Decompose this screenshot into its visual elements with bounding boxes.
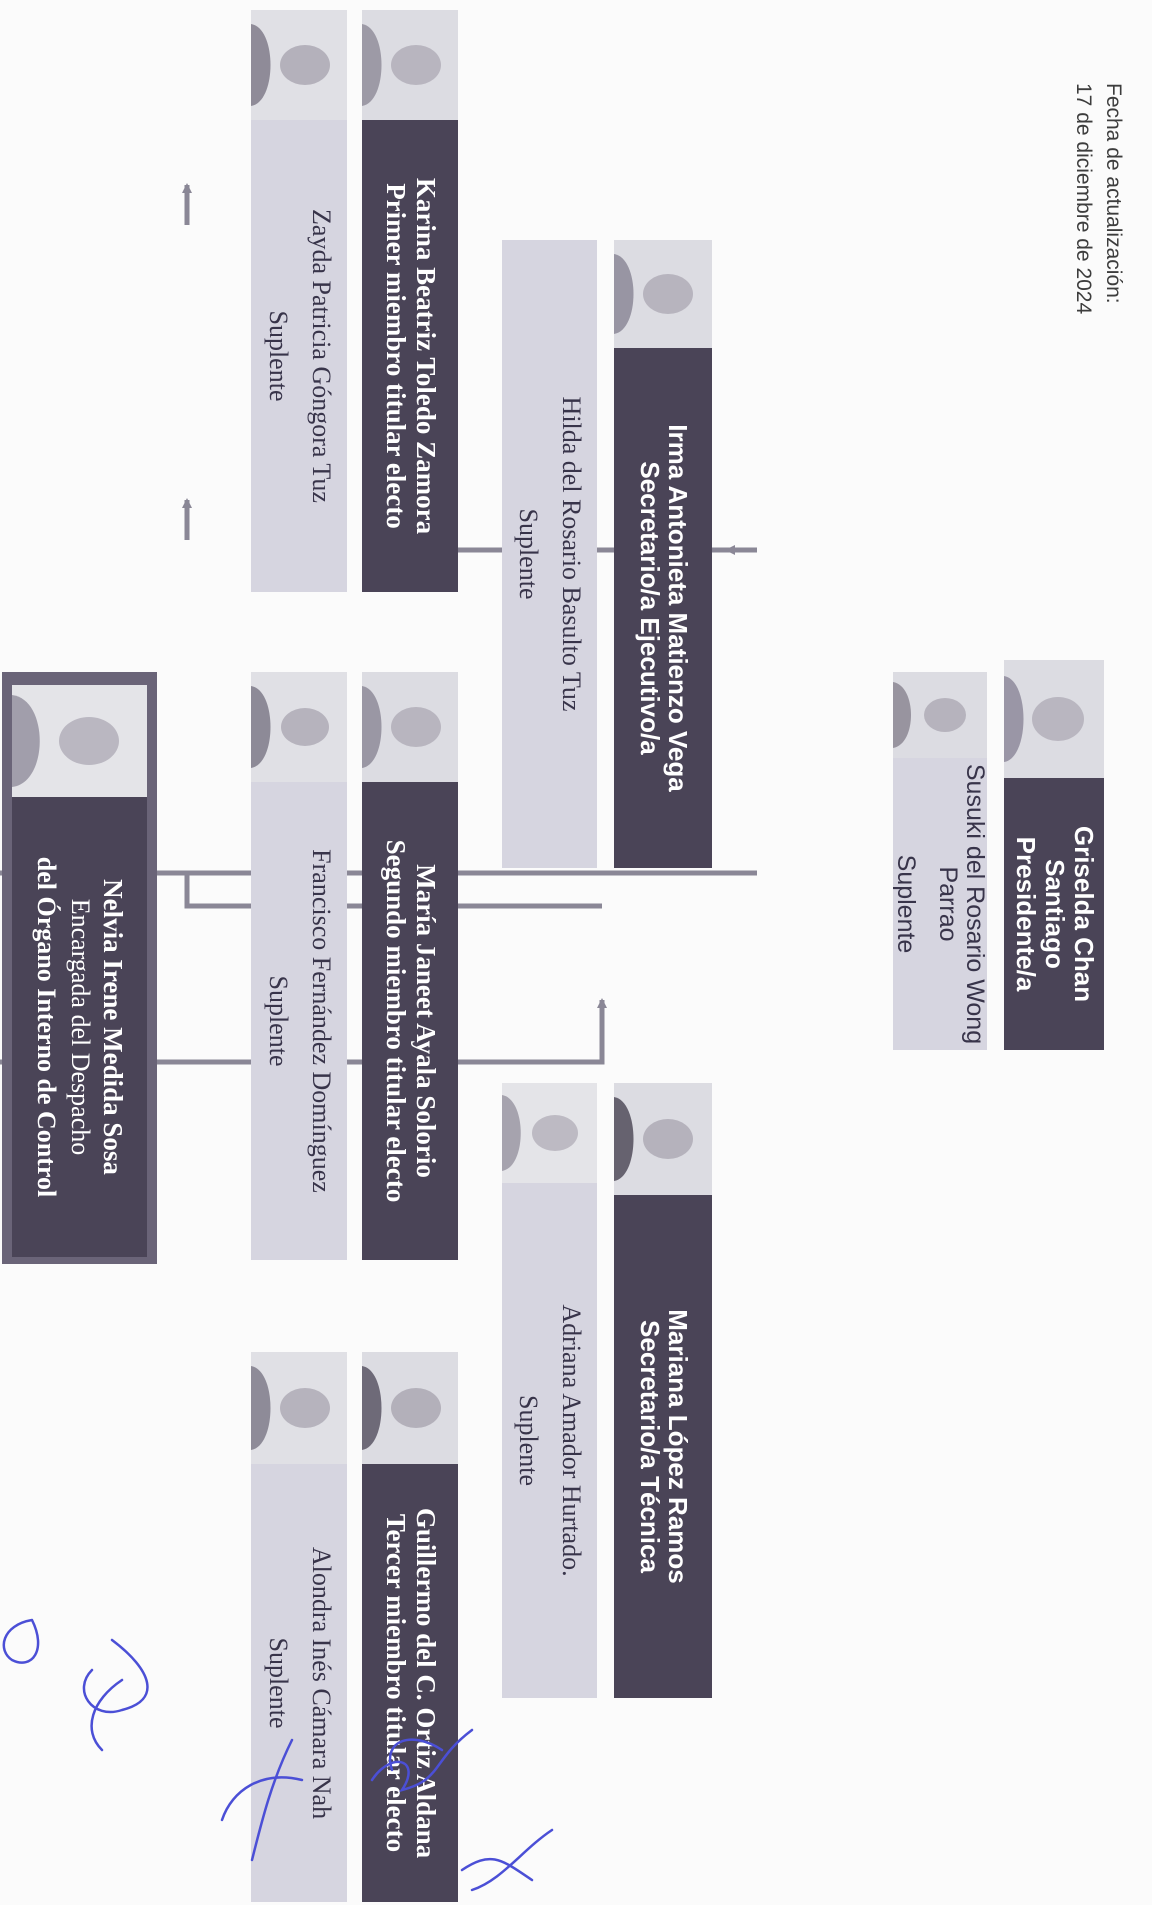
member3-photo bbox=[362, 1352, 458, 1464]
member2-title-box: María Janeet Ayala Solorio Segundo miemb… bbox=[362, 782, 458, 1260]
member2-alternate-photo bbox=[251, 672, 347, 782]
president-alternate-photo bbox=[893, 672, 987, 758]
tech-secretary-photo bbox=[614, 1083, 712, 1195]
exec-secretary-role: Secretario/a Ejecutivo/a bbox=[634, 461, 665, 755]
handwritten-initials-signature bbox=[2, 1618, 554, 1892]
internal-control-name: Nelvia Irene Medida Sosa bbox=[98, 879, 129, 1175]
president-alternate-role: Suplente bbox=[892, 854, 921, 954]
member3-alternate-photo bbox=[251, 1352, 347, 1464]
exec-secretary-photo bbox=[614, 240, 712, 348]
president-role: Presidente/a bbox=[1011, 836, 1042, 992]
member1-role: Primer miembro titular electo bbox=[380, 183, 411, 529]
exec-secretary-alternate-name: Hilda del Rosario Basulto Tuz bbox=[557, 396, 587, 712]
internal-control-title-box: Nelvia Irene Medida Sosa Encargada del D… bbox=[12, 797, 147, 1257]
member2-alternate-box: Francisco Fernández Domínguez Suplente bbox=[251, 782, 347, 1260]
exec-secretary-name: Irma Antonieta Matienzo Vega bbox=[663, 424, 694, 792]
tech-secretary-alternate-role: Suplente bbox=[514, 1395, 544, 1486]
connector-bus-join bbox=[184, 873, 602, 909]
tech-secretary-name: Mariana López Ramos bbox=[663, 1309, 694, 1584]
exec-secretary-title-box: Irma Antonieta Matienzo Vega Secretario/… bbox=[614, 348, 712, 868]
member1-photo bbox=[362, 10, 458, 120]
tech-secretary-alternate-name: Adriana Amador Hurtado. bbox=[557, 1304, 587, 1577]
internal-control-role-line1: Encargada del Despacho bbox=[66, 898, 96, 1156]
exec-secretary-alternate-role: Suplente bbox=[514, 508, 544, 600]
member1-alternate-name: Zayda Patricia Góngora Tuz bbox=[306, 209, 336, 503]
tech-secretary-alternate-photo bbox=[502, 1083, 597, 1183]
person-silhouette-icon bbox=[1004, 660, 1104, 778]
member1-alternate-box: Zayda Patricia Góngora Tuz Suplente bbox=[251, 120, 347, 592]
president-alternate-name: Susuki del Rosario Wong Parrao bbox=[933, 763, 990, 1045]
update-date-value: 17 de diciembre de 2024 bbox=[1071, 83, 1095, 315]
member1-alternate-role: Suplente bbox=[264, 310, 293, 402]
president-title-box: Griselda Chan Santiago Presidente/a bbox=[1004, 778, 1104, 1050]
member2-alternate-name: Francisco Fernández Domínguez bbox=[306, 849, 336, 1193]
member2-name: María Janeet Ayala Solorio bbox=[411, 864, 442, 1178]
president-photo bbox=[1004, 660, 1104, 778]
member1-alternate-photo bbox=[251, 10, 347, 120]
president-name: Griselda Chan Santiago bbox=[1039, 825, 1099, 1003]
member1-name: Karina Beatriz Toledo Zamora bbox=[411, 177, 442, 535]
president-alternate-box: Susuki del Rosario Wong Parrao Suplente bbox=[892, 758, 990, 1050]
member2-role: Segundo miembro titular electo bbox=[380, 839, 411, 1203]
internal-control-role-line2: del Órgano Interno de Control bbox=[32, 856, 62, 1198]
internal-control-photo bbox=[12, 685, 147, 797]
member2-alternate-role: Suplente bbox=[264, 975, 293, 1067]
member1-title-box: Karina Beatriz Toledo Zamora Primer miem… bbox=[362, 120, 458, 592]
exec-secretary-alternate-box: Hilda del Rosario Basulto Tuz Suplente bbox=[502, 240, 597, 868]
member2-photo bbox=[362, 672, 458, 782]
tech-secretary-title-box: Mariana López Ramos Secretario/a Técnica bbox=[614, 1195, 712, 1698]
update-date-label: Fecha de actualización: bbox=[1102, 83, 1125, 304]
update-date-block: Fecha de actualización: 17 de diciembre … bbox=[1067, 83, 1128, 413]
tech-secretary-role: Secretario/a Técnica bbox=[634, 1320, 665, 1573]
